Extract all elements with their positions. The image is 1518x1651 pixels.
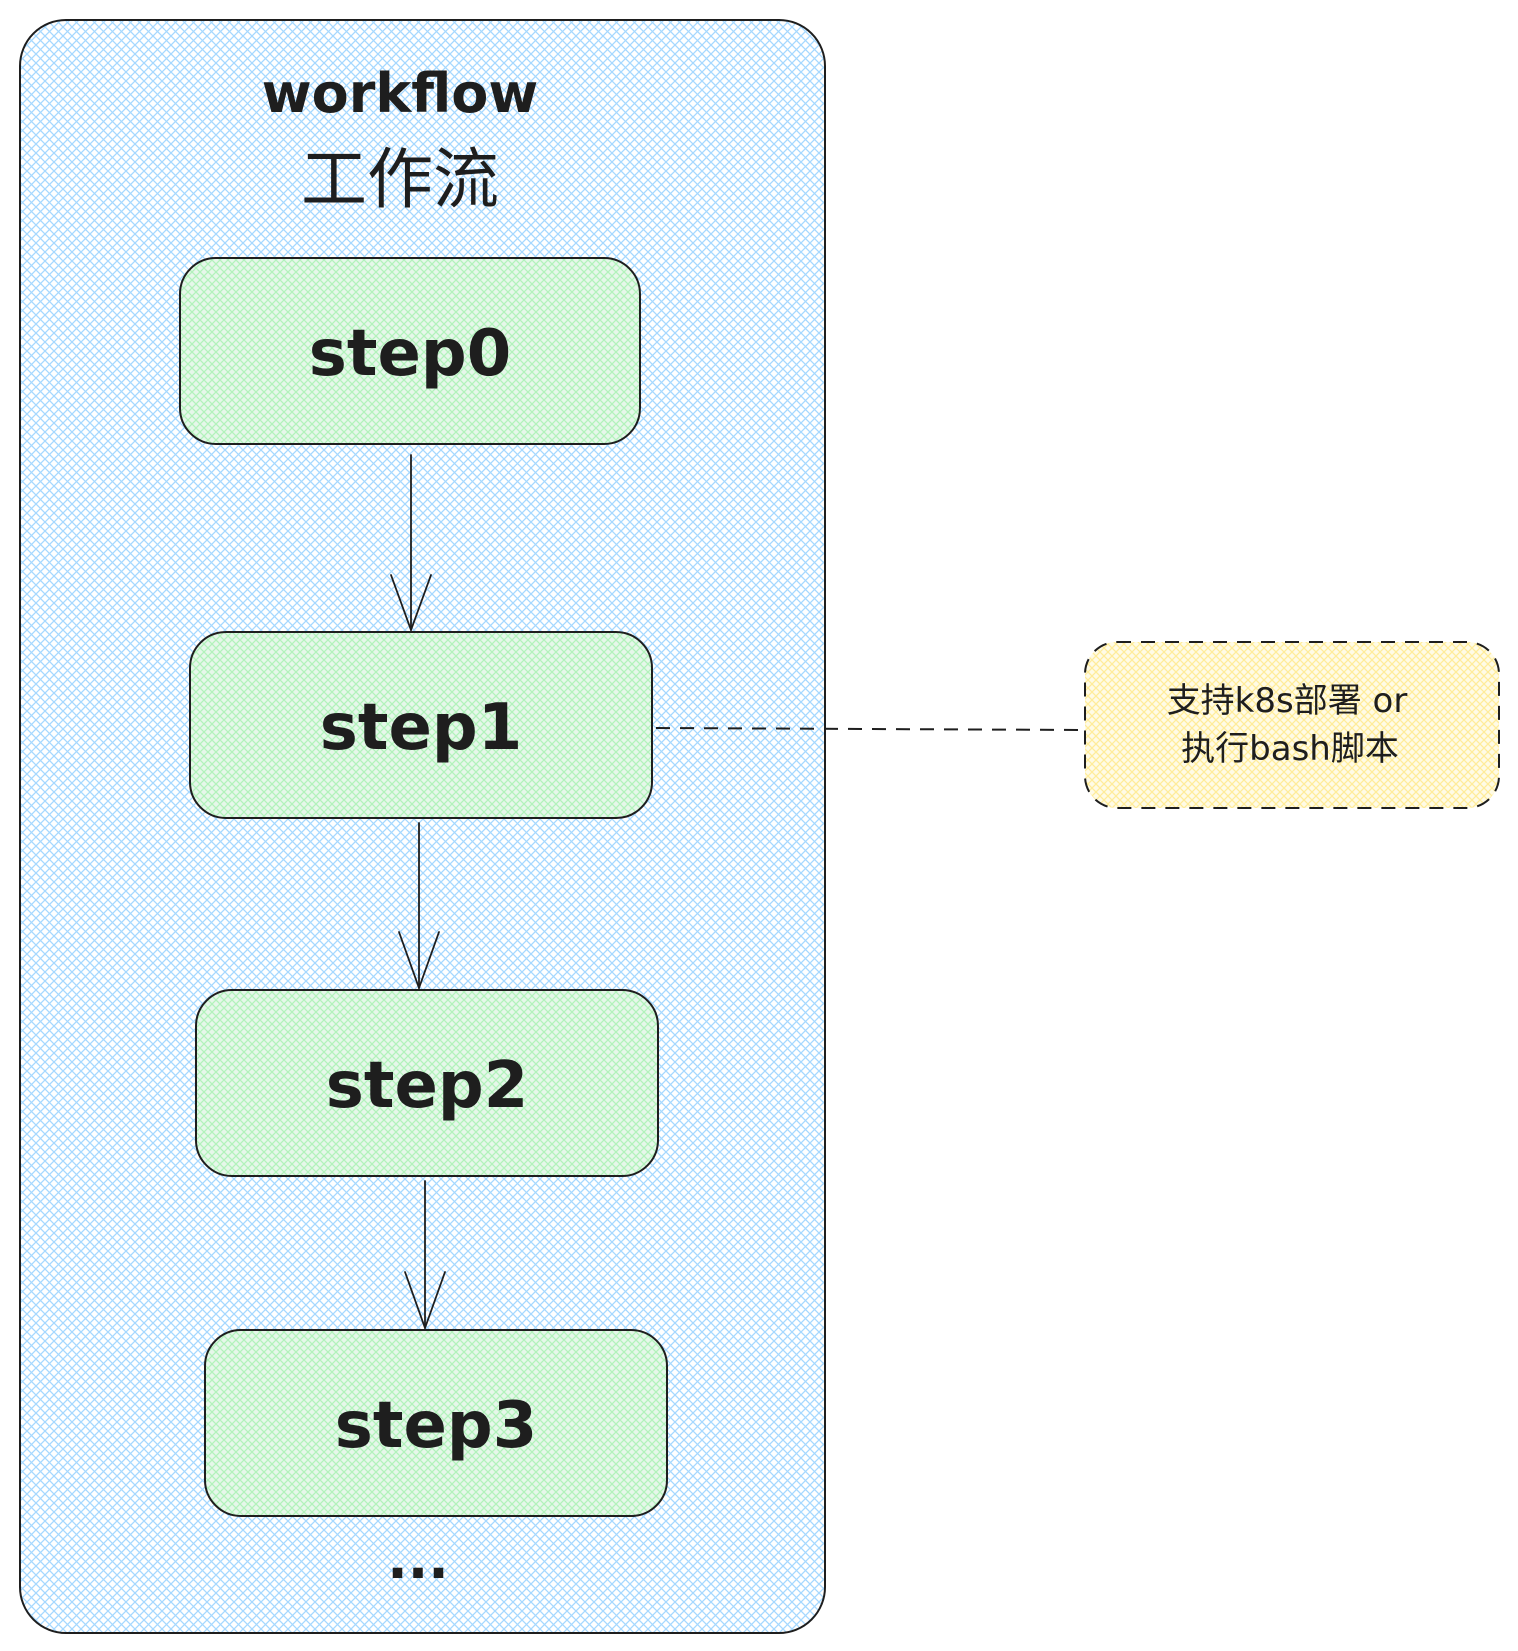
step3-label: step3 bbox=[335, 1389, 537, 1463]
step1-box[interactable] bbox=[189, 631, 653, 819]
step2-box[interactable] bbox=[195, 989, 659, 1177]
step1-label: step1 bbox=[320, 691, 522, 765]
ellipsis: ... bbox=[387, 1528, 449, 1591]
note-box[interactable] bbox=[1084, 641, 1500, 809]
arrow-step2-step3 bbox=[404, 1180, 446, 1331]
step0-box[interactable] bbox=[179, 257, 641, 445]
note-line-1: 支持k8s部署 or bbox=[1167, 681, 1408, 721]
container-title: workflow bbox=[262, 62, 539, 125]
step2-label: step2 bbox=[326, 1049, 528, 1123]
arrow-step1-step2 bbox=[398, 822, 440, 991]
step3-box[interactable] bbox=[204, 1329, 668, 1517]
step0-label: step0 bbox=[309, 317, 511, 391]
note-line-2: 执行bash脚本 bbox=[1181, 729, 1399, 769]
container-subtitle: 工作流 bbox=[301, 141, 499, 218]
arrow-step0-step1 bbox=[390, 454, 432, 633]
